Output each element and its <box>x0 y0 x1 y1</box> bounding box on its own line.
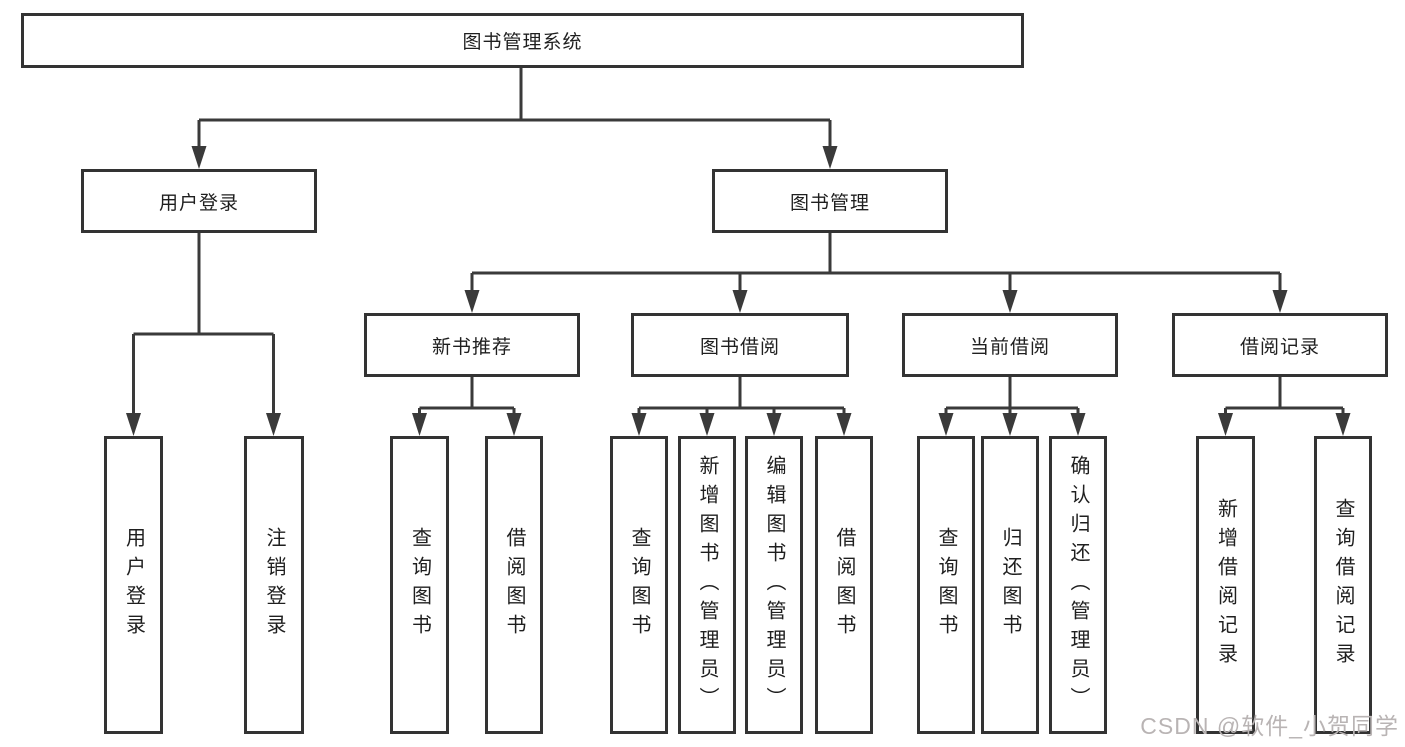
arrow-down-icon <box>822 146 838 169</box>
arrow-down-icon <box>126 413 141 436</box>
node-label: 借阅图书 <box>833 527 855 643</box>
watermark: CSDN @软件_小贺同学 <box>1140 713 1399 739</box>
arrow-down-icon <box>1002 413 1018 436</box>
node-label: 注销登录 <box>263 527 285 643</box>
node-leaf-return-book: 归还图书 <box>981 436 1039 734</box>
node-label: 查询图书 <box>935 527 957 643</box>
arrow-down-icon <box>191 146 207 169</box>
connector-root-to-level2 <box>191 67 838 169</box>
node-leaf-confirm-return-admin: 确认归还（管理员） <box>1049 436 1107 734</box>
node-current-borrowing: 当前借阅 <box>902 313 1118 377</box>
node-new-book-recommend: 新书推荐 <box>364 313 580 377</box>
node-label: 新书推荐 <box>431 336 512 358</box>
connector-current-borrow-to-leaves <box>938 377 1086 436</box>
node-label: 新增借阅记录 <box>1214 498 1237 672</box>
node-label: 图书管理 <box>789 192 870 214</box>
arrow-down-icon <box>766 413 782 436</box>
arrow-down-icon <box>412 413 427 436</box>
node-book-management: 图书管理 <box>712 169 948 233</box>
node-leaf-add-borrow-record: 新增借阅记录 <box>1196 436 1255 734</box>
node-label: 借阅记录 <box>1239 336 1320 358</box>
arrow-down-icon <box>836 413 852 436</box>
arrow-down-icon <box>506 413 522 436</box>
node-user-login: 用户登录 <box>81 169 317 233</box>
node-label: 用户登录 <box>158 192 239 214</box>
arrow-down-icon <box>1218 413 1233 436</box>
node-leaf-user-login: 用户登录 <box>104 436 163 734</box>
node-leaf-borrow-book: 借阅图书 <box>815 436 873 734</box>
arrow-down-icon <box>464 290 480 313</box>
arrow-down-icon <box>1002 290 1018 313</box>
connector-new-book-rec-to-leaves <box>412 377 522 436</box>
node-leaf-borrow-book-recommend: 借阅图书 <box>485 436 543 734</box>
connector-book-borrow-to-leaves <box>631 377 852 436</box>
node-label: 编辑图书（管理员） <box>763 454 785 716</box>
node-borrowing-records: 借阅记录 <box>1172 313 1388 377</box>
arrow-down-icon <box>699 413 715 436</box>
node-label: 归还图书 <box>999 527 1021 643</box>
node-label: 当前借阅 <box>969 336 1050 358</box>
node-label: 借阅图书 <box>503 527 525 643</box>
node-label: 图书管理系统 <box>462 32 583 53</box>
node-leaf-edit-book-admin: 编辑图书（管理员） <box>745 436 803 734</box>
node-leaf-add-book-admin: 新增图书（管理员） <box>678 436 736 734</box>
node-label: 查询图书 <box>628 527 650 643</box>
node-label: 图书借阅 <box>699 336 780 358</box>
connector-borrow-record-to-leaves <box>1218 377 1351 436</box>
node-leaf-query-book-current: 查询图书 <box>917 436 975 734</box>
node-leaf-query-book-recommend: 查询图书 <box>390 436 449 734</box>
node-label: 新增图书（管理员） <box>696 454 718 716</box>
node-label: 确认归还（管理员） <box>1067 454 1089 716</box>
node-leaf-logout: 注销登录 <box>244 436 304 734</box>
connector-book-mgmt-to-level3 <box>464 233 1288 313</box>
node-root-system: 图书管理系统 <box>21 13 1024 68</box>
node-label: 查询借阅记录 <box>1332 498 1354 672</box>
arrow-down-icon <box>1272 290 1288 313</box>
arrow-down-icon <box>266 413 281 436</box>
arrow-down-icon <box>1070 413 1086 436</box>
arrow-down-icon <box>732 290 748 313</box>
node-label: 查询图书 <box>408 527 431 643</box>
node-book-borrowing: 图书借阅 <box>631 313 849 377</box>
node-leaf-query-borrow-record: 查询借阅记录 <box>1314 436 1372 734</box>
connector-user-login-to-leaves <box>126 233 281 436</box>
node-label: 用户登录 <box>122 527 145 643</box>
node-leaf-query-book-borrowing: 查询图书 <box>610 436 668 734</box>
arrow-down-icon <box>1335 413 1351 436</box>
arrow-down-icon <box>631 413 647 436</box>
arrow-down-icon <box>938 413 954 436</box>
